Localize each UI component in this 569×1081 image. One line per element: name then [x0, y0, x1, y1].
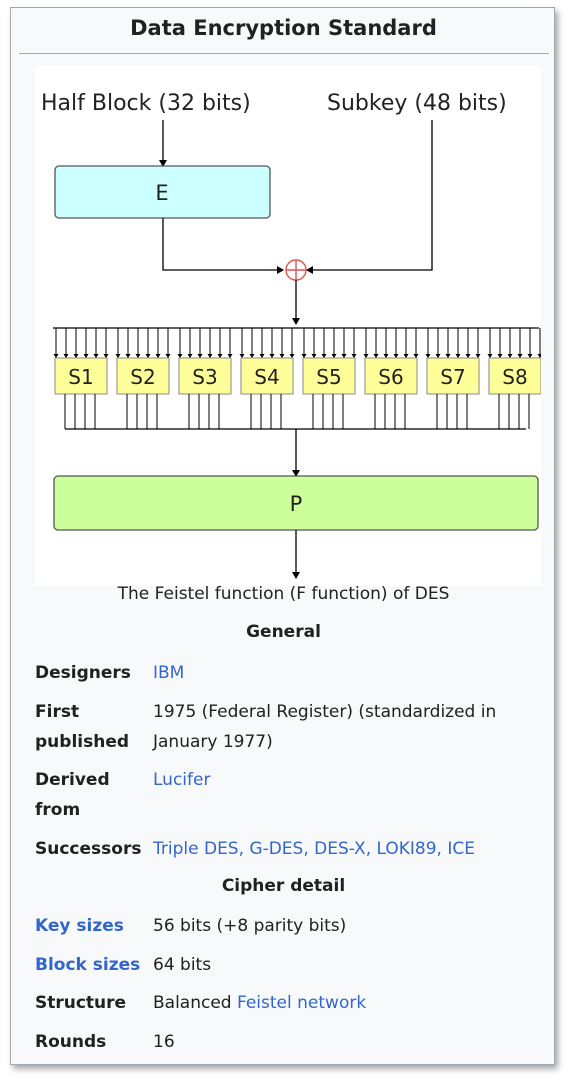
sbox-output-wires	[64, 394, 530, 429]
expansion-label: E	[155, 181, 168, 205]
diagram-caption: The Feistel function (F function) of DES	[117, 584, 450, 604]
first-published-value-line1: 1975 (Federal Register) (standardized in	[153, 702, 497, 722]
derived-from-label-line1: Derived	[35, 770, 110, 790]
designers-label: Designers	[35, 663, 131, 683]
xor-icon	[285, 259, 307, 281]
title-divider	[19, 53, 549, 54]
derived-from-label-line2: from	[35, 800, 81, 820]
sbox-label: S1	[68, 365, 93, 389]
sbox-2	[116, 357, 170, 395]
sbox-label: S3	[192, 365, 217, 389]
sbox-row: S1 S2 S3 S4 S5 S6 S7 S8	[54, 357, 541, 395]
sbox-5	[302, 357, 356, 395]
section-cipher-detail-heading: Cipher detail	[221, 876, 346, 896]
sbox-input-wires	[53, 328, 541, 358]
sbox-7	[426, 357, 480, 395]
first-published-value-line2: January 1977)	[153, 732, 273, 752]
ibm-link[interactable]: IBM	[153, 663, 185, 683]
first-published-label-line2: published	[35, 732, 130, 752]
feistel-diagram[interactable]: Half Block (32 bits) Subkey (48 bits) E	[35, 66, 541, 586]
first-published-value: 1975 (Federal Register) (standardized in…	[153, 697, 548, 757]
structure-value-prefix: Balanced	[153, 993, 237, 1013]
sbox-8	[488, 357, 541, 395]
lucifer-link[interactable]: Lucifer	[153, 770, 211, 790]
half-block-label: Half Block (32 bits)	[41, 91, 251, 116]
infobox-title: Data Encryption Standard	[130, 16, 437, 40]
subkey-label: Subkey (48 bits)	[327, 91, 507, 116]
sbox-6	[364, 357, 418, 395]
sbox-label: S6	[378, 365, 403, 389]
successors-value[interactable]: Triple DES, G-DES, DES-X, LOKI89, ICE	[153, 834, 548, 864]
first-published-label: First published	[35, 697, 150, 757]
block-sizes-value: 64 bits	[153, 955, 212, 975]
block-sizes-label-link[interactable]: Block sizes	[35, 955, 141, 975]
infobox: Data Encryption Standard Half Block (32 …	[10, 7, 555, 1065]
derived-from-label: Derived from	[35, 765, 150, 825]
designers-value-link[interactable]: IBM	[153, 658, 548, 688]
key-sizes-value: 56 bits (+8 parity bits)	[153, 916, 347, 936]
derived-from-value[interactable]: Lucifer	[153, 765, 548, 795]
sbox-label: S8	[502, 365, 527, 389]
first-published-label-line1: First	[35, 702, 80, 722]
feistel-diagram-svg: Half Block (32 bits) Subkey (48 bits) E	[41, 91, 541, 579]
structure-value: Balanced Feistel network	[153, 988, 548, 1018]
successors-links[interactable]: Triple DES, G-DES, DES-X, LOKI89, ICE	[153, 839, 475, 859]
rounds-label: Rounds	[35, 1032, 107, 1052]
structure-label: Structure	[35, 993, 127, 1013]
sbox-label: S7	[440, 365, 465, 389]
sbox-label: S5	[316, 365, 341, 389]
sbox-label: S2	[130, 365, 155, 389]
successors-label: Successors	[35, 839, 142, 859]
rounds-value: 16	[153, 1032, 175, 1052]
sbox-4	[240, 357, 294, 395]
key-sizes-label-link[interactable]: Key sizes	[35, 916, 124, 936]
permutation-label: P	[290, 492, 303, 516]
sbox-1	[54, 357, 108, 395]
feistel-network-link[interactable]: Feistel network	[237, 993, 367, 1013]
section-general-heading: General	[246, 622, 321, 642]
sbox-3	[178, 357, 232, 395]
sbox-label: S4	[254, 365, 279, 389]
